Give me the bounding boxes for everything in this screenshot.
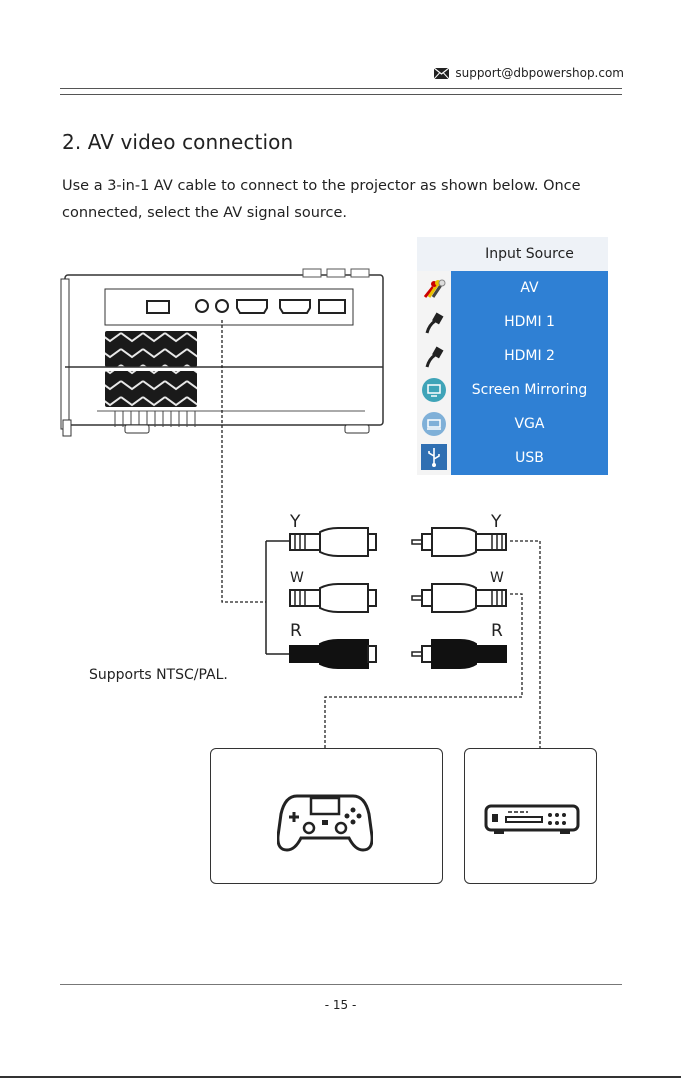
page-number: - 15 - (0, 998, 681, 1012)
dvd-player-icon (484, 804, 580, 836)
left-label-r: R (290, 621, 302, 641)
left-connectors (290, 528, 376, 668)
right-label-w: W (490, 570, 504, 586)
right-connectors (412, 528, 506, 668)
right-label-y: Y (491, 512, 501, 532)
right-label-r: R (491, 621, 503, 641)
footer-rule (60, 984, 622, 985)
support-note: Supports NTSC/PAL. (89, 667, 228, 683)
game-controller-icon (277, 790, 373, 854)
left-label-w: W (290, 570, 304, 586)
av-cable-diagram (0, 0, 681, 760)
left-label-y: Y (290, 512, 300, 532)
